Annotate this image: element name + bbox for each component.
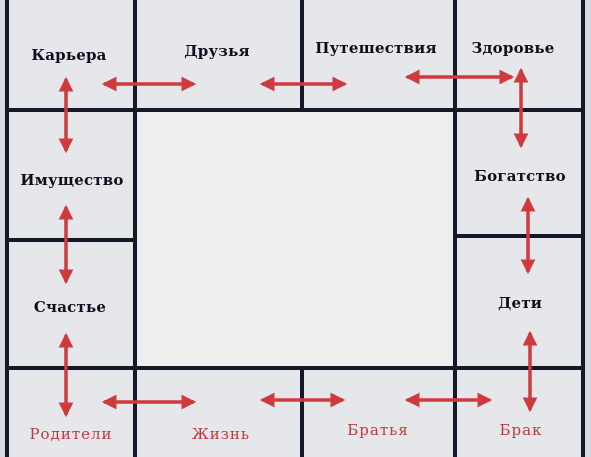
cell-backgrounds bbox=[7, 0, 583, 457]
cell-parents-bg bbox=[7, 368, 135, 457]
label-siblings: Братья bbox=[347, 421, 409, 439]
label-parents: Родители bbox=[29, 425, 113, 443]
grid-lines bbox=[5, 0, 585, 457]
label-marriage: Брак bbox=[499, 421, 543, 439]
cell-marriage-bg bbox=[455, 368, 583, 457]
cell-children-bg bbox=[455, 236, 583, 368]
cell-friends-bg bbox=[135, 0, 302, 110]
label-wealth: Богатство bbox=[474, 167, 566, 185]
label-friends: Друзья bbox=[184, 42, 250, 60]
label-happiness: Счастье bbox=[33, 298, 107, 316]
label-travel: Путешествия bbox=[315, 39, 437, 57]
cell-travel-bg bbox=[302, 0, 455, 110]
label-career: Карьера bbox=[31, 46, 107, 64]
cell-siblings-bg bbox=[302, 368, 455, 457]
center-panel bbox=[137, 112, 453, 366]
cell-life-bg bbox=[135, 368, 302, 457]
label-life: Жизнь bbox=[191, 425, 251, 443]
label-property: Имущество bbox=[20, 171, 124, 189]
label-health: Здоровье bbox=[471, 39, 555, 57]
label-children: Дети bbox=[497, 294, 543, 312]
arrows bbox=[58, 67, 538, 418]
